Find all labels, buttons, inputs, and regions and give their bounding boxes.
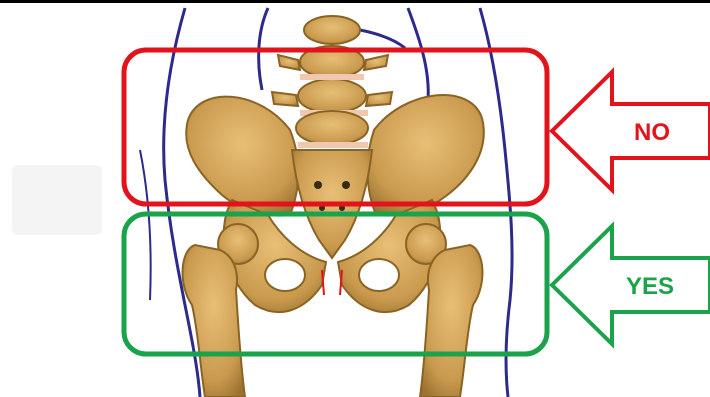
right-femur (406, 224, 482, 397)
no-arrow: NO (552, 72, 710, 190)
yes-arrow: YES (552, 226, 710, 344)
no-arrow-shape (552, 72, 710, 190)
yes-label: YES (626, 273, 674, 300)
left-ilium (186, 97, 298, 216)
left-obturator-foramen (265, 259, 305, 291)
left-femur (183, 224, 258, 397)
faint-label-smudge (12, 165, 102, 235)
lumbar-vertebrae (272, 16, 392, 148)
no-label: NO (634, 119, 670, 146)
right-ilium (367, 95, 483, 216)
right-obturator-foramen (359, 259, 399, 291)
top-border (0, 0, 710, 3)
